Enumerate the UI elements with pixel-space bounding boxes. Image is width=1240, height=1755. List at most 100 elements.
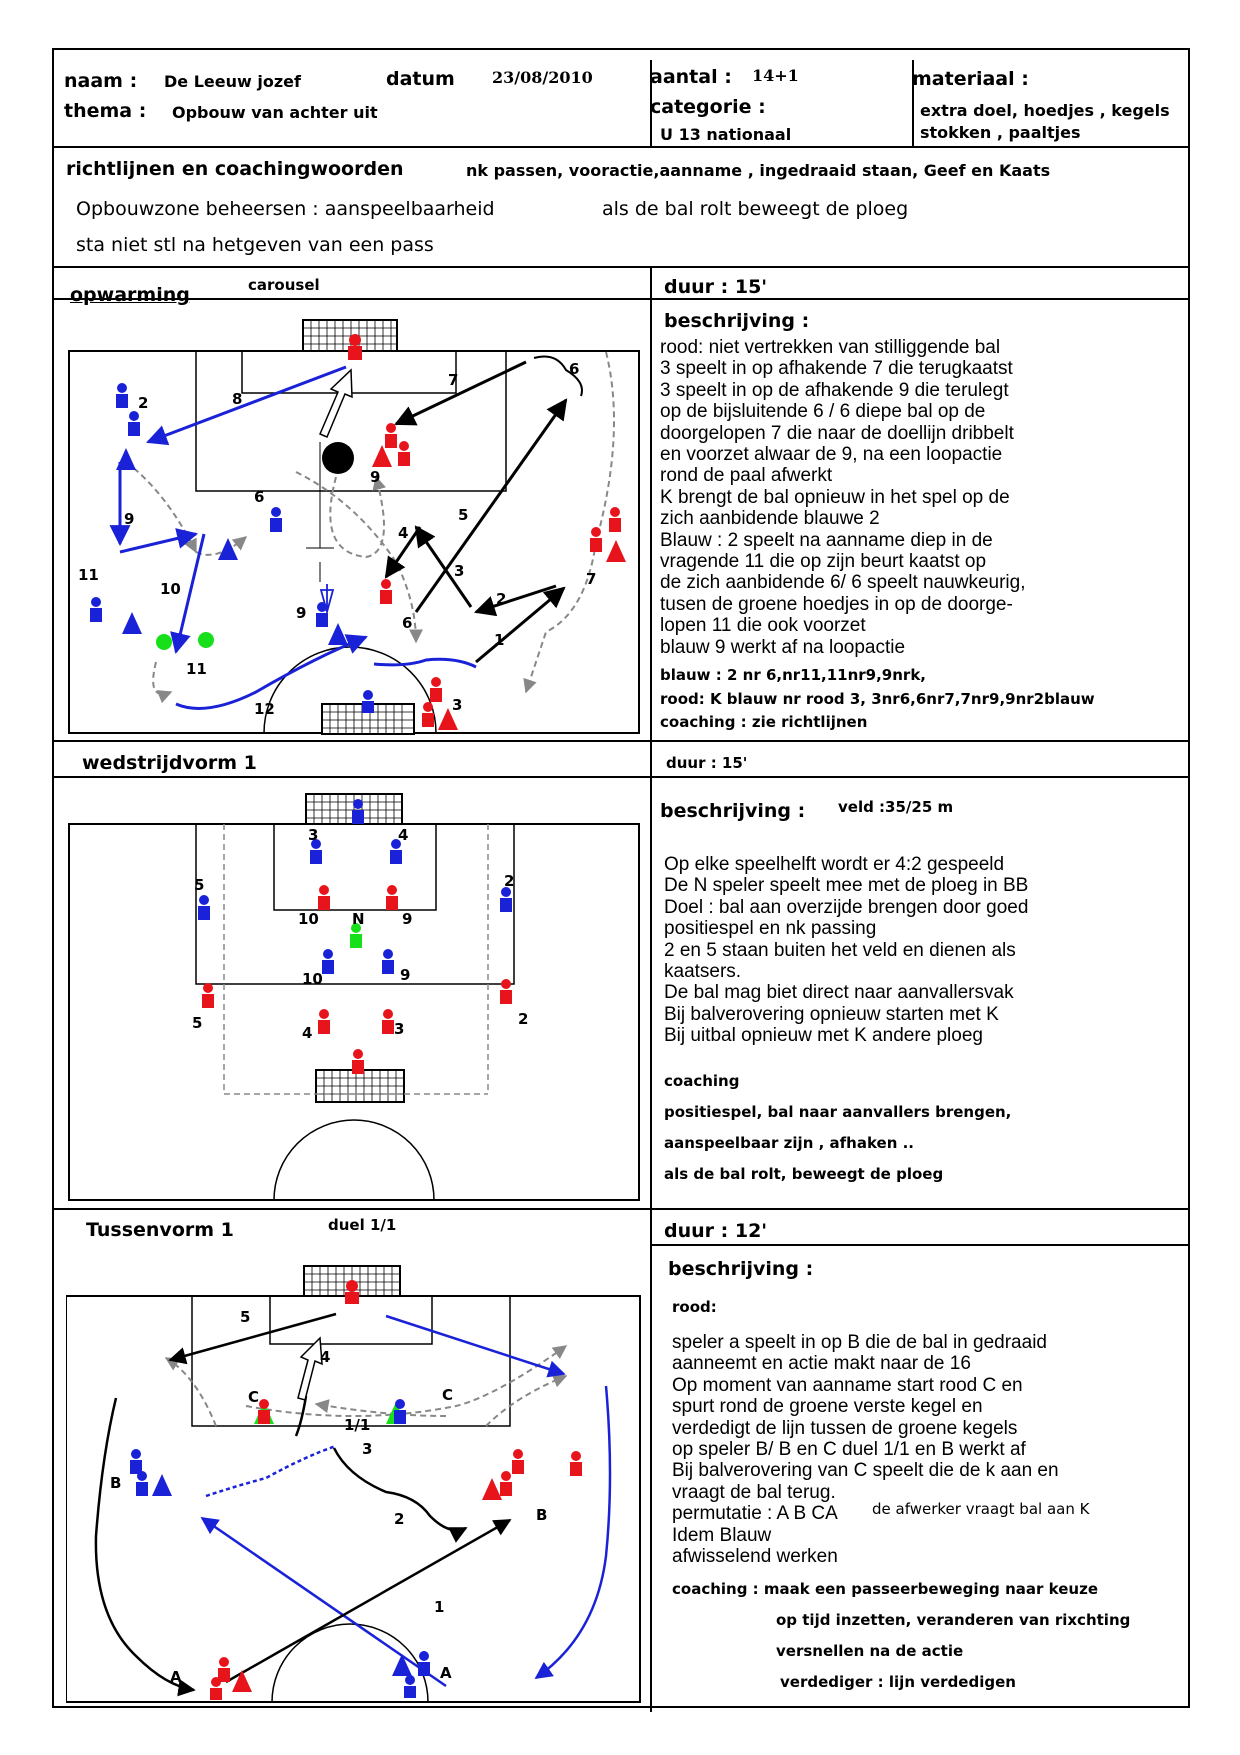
svg-text:10: 10 bbox=[302, 970, 323, 988]
svg-text:A: A bbox=[170, 1668, 182, 1686]
section3-afwerker-note: de afwerker vraagt bal aan K bbox=[872, 1500, 1090, 1518]
section2-coaching-1: positiespel, bal naar aanvallers brengen… bbox=[664, 1103, 1012, 1121]
carousel-diagram: 8 7 6 2 6 9 4 5 3 2 1 3 11 10 9 6 11 12 … bbox=[68, 319, 640, 735]
svg-text:5: 5 bbox=[458, 506, 468, 524]
svg-text:1/1: 1/1 bbox=[344, 1416, 370, 1434]
categorie-label: categorie : bbox=[650, 96, 766, 118]
section1-coaching: coaching : zie richtlijnen bbox=[660, 713, 868, 731]
svg-text:11: 11 bbox=[186, 660, 207, 678]
section1-title: opwarming bbox=[70, 284, 190, 306]
svg-text:2: 2 bbox=[138, 394, 148, 412]
ball-icon bbox=[322, 442, 354, 474]
svg-text:2: 2 bbox=[496, 590, 506, 608]
svg-text:5: 5 bbox=[194, 876, 204, 894]
guideline-3: sta niet stl na hetgeven van een pass bbox=[76, 234, 434, 256]
section3-coaching-4: verdediger : lijn verdedigen bbox=[780, 1673, 1016, 1691]
section1-subtitle: carousel bbox=[248, 276, 320, 294]
section2-description: Op elke speelhelft wordt er 4:2 gespeeld… bbox=[664, 854, 1029, 1047]
svg-text:6: 6 bbox=[402, 614, 412, 632]
svg-text:12: 12 bbox=[254, 700, 275, 718]
svg-text:2: 2 bbox=[518, 1010, 528, 1028]
section2-coaching-label: coaching bbox=[664, 1072, 740, 1090]
svg-text:2: 2 bbox=[394, 1510, 404, 1528]
materiaal-line2: stokken , paaltjes bbox=[920, 123, 1081, 142]
section3-duur: duur : 12' bbox=[664, 1220, 768, 1242]
svg-text:B: B bbox=[110, 1474, 121, 1492]
svg-text:1: 1 bbox=[494, 631, 504, 649]
guidelines-keywords: nk passen, vooractie,aanname , ingedraai… bbox=[466, 161, 1051, 180]
svg-text:6: 6 bbox=[569, 360, 579, 378]
materiaal-label: materiaal : bbox=[912, 68, 1029, 90]
svg-text:4: 4 bbox=[320, 1348, 330, 1366]
categorie-value: U 13 nationaal bbox=[660, 125, 792, 144]
svg-text:11: 11 bbox=[78, 566, 99, 584]
svg-text:C: C bbox=[442, 1386, 453, 1404]
duel-diagram: 5 4 C C 1/1 3 B B 2 1 A A bbox=[66, 1265, 641, 1703]
guidelines-label: richtlijnen en coachingwoorden bbox=[66, 158, 404, 180]
materiaal-line1: extra doel, hoedjes , kegels bbox=[920, 101, 1170, 120]
datum-label: datum bbox=[386, 68, 455, 90]
naam-value: De Leeuw jozef bbox=[164, 72, 301, 91]
naam-label: naam : bbox=[64, 70, 138, 92]
section2-desc-label: beschrijving : bbox=[660, 800, 806, 822]
middle-goal bbox=[315, 1069, 405, 1103]
section2-coaching-3: als de bal rolt, beweegt de ploeg bbox=[664, 1165, 944, 1183]
svg-text:N: N bbox=[352, 910, 365, 928]
green-cone-icon bbox=[156, 634, 172, 650]
session-sheet bbox=[52, 48, 1190, 1708]
section2-title: wedstrijdvorm 1 bbox=[82, 752, 257, 774]
section3-coaching-1: coaching : maak een passeerbeweging naar… bbox=[672, 1580, 1098, 1598]
svg-text:3: 3 bbox=[308, 826, 318, 844]
section2-coaching-2: aanspeelbaar zijn , afhaken .. bbox=[664, 1134, 915, 1152]
section1-description: rood: niet vertrekken van stilliggende b… bbox=[660, 337, 1026, 658]
rule bbox=[52, 1208, 1190, 1210]
rule bbox=[52, 776, 1190, 778]
svg-text:7: 7 bbox=[448, 371, 458, 389]
rule bbox=[52, 740, 1190, 742]
section3-coaching-3: versnellen na de actie bbox=[776, 1642, 964, 1660]
section3-description: speler a speelt in op B die de bal in ge… bbox=[672, 1332, 1059, 1568]
svg-text:7: 7 bbox=[586, 570, 596, 588]
section1-blauw: blauw : 2 nr 6,nr11,11nr9,9nrk, bbox=[660, 666, 926, 684]
svg-text:B: B bbox=[536, 1506, 547, 1524]
section1-duur: duur : 15' bbox=[664, 276, 768, 298]
rule bbox=[52, 146, 1190, 148]
svg-text:9: 9 bbox=[296, 604, 306, 622]
svg-text:6: 6 bbox=[254, 488, 264, 506]
svg-text:C: C bbox=[248, 1388, 259, 1406]
svg-text:3: 3 bbox=[362, 1440, 372, 1458]
section3-rood-label: rood: bbox=[672, 1298, 717, 1316]
thema-value: Opbouw van achter uit bbox=[172, 103, 378, 122]
section1-desc-label: beschrijving : bbox=[664, 310, 810, 332]
green-cone-icon bbox=[198, 632, 214, 648]
rule bbox=[52, 298, 1190, 300]
top-goal bbox=[302, 319, 398, 352]
svg-text:5: 5 bbox=[240, 1308, 250, 1326]
svg-text:4: 4 bbox=[302, 1024, 312, 1042]
aantal-value: 14+1 bbox=[752, 66, 799, 85]
rule bbox=[52, 266, 1190, 268]
guideline-2: als de bal rolt beweegt de ploeg bbox=[602, 198, 909, 220]
svg-text:3: 3 bbox=[454, 562, 464, 580]
svg-text:3: 3 bbox=[394, 1020, 404, 1038]
svg-text:9: 9 bbox=[402, 910, 412, 928]
rule bbox=[912, 60, 914, 146]
field-boundary bbox=[223, 824, 489, 1095]
section1-rood: rood: K blauw nr rood 3, 3nr6,6nr7,7nr9,… bbox=[660, 690, 1095, 708]
cones bbox=[116, 445, 626, 730]
svg-text:9: 9 bbox=[124, 510, 134, 528]
rule bbox=[650, 1244, 1190, 1246]
section3-coaching-2: op tijd inzetten, veranderen van rixchti… bbox=[776, 1611, 1131, 1629]
svg-text:8: 8 bbox=[232, 390, 242, 408]
rule bbox=[650, 60, 652, 146]
section2-duur: duur : 15' bbox=[666, 754, 748, 772]
datum-value: 23/08/2010 bbox=[492, 68, 593, 87]
section3-desc-label: beschrijving : bbox=[668, 1258, 814, 1280]
svg-text:2: 2 bbox=[504, 872, 514, 890]
svg-text:10: 10 bbox=[160, 580, 181, 598]
svg-text:5: 5 bbox=[192, 1014, 202, 1032]
svg-text:A: A bbox=[440, 1664, 452, 1682]
svg-text:9: 9 bbox=[400, 966, 410, 984]
section3-title: Tussenvorm 1 bbox=[86, 1219, 234, 1241]
